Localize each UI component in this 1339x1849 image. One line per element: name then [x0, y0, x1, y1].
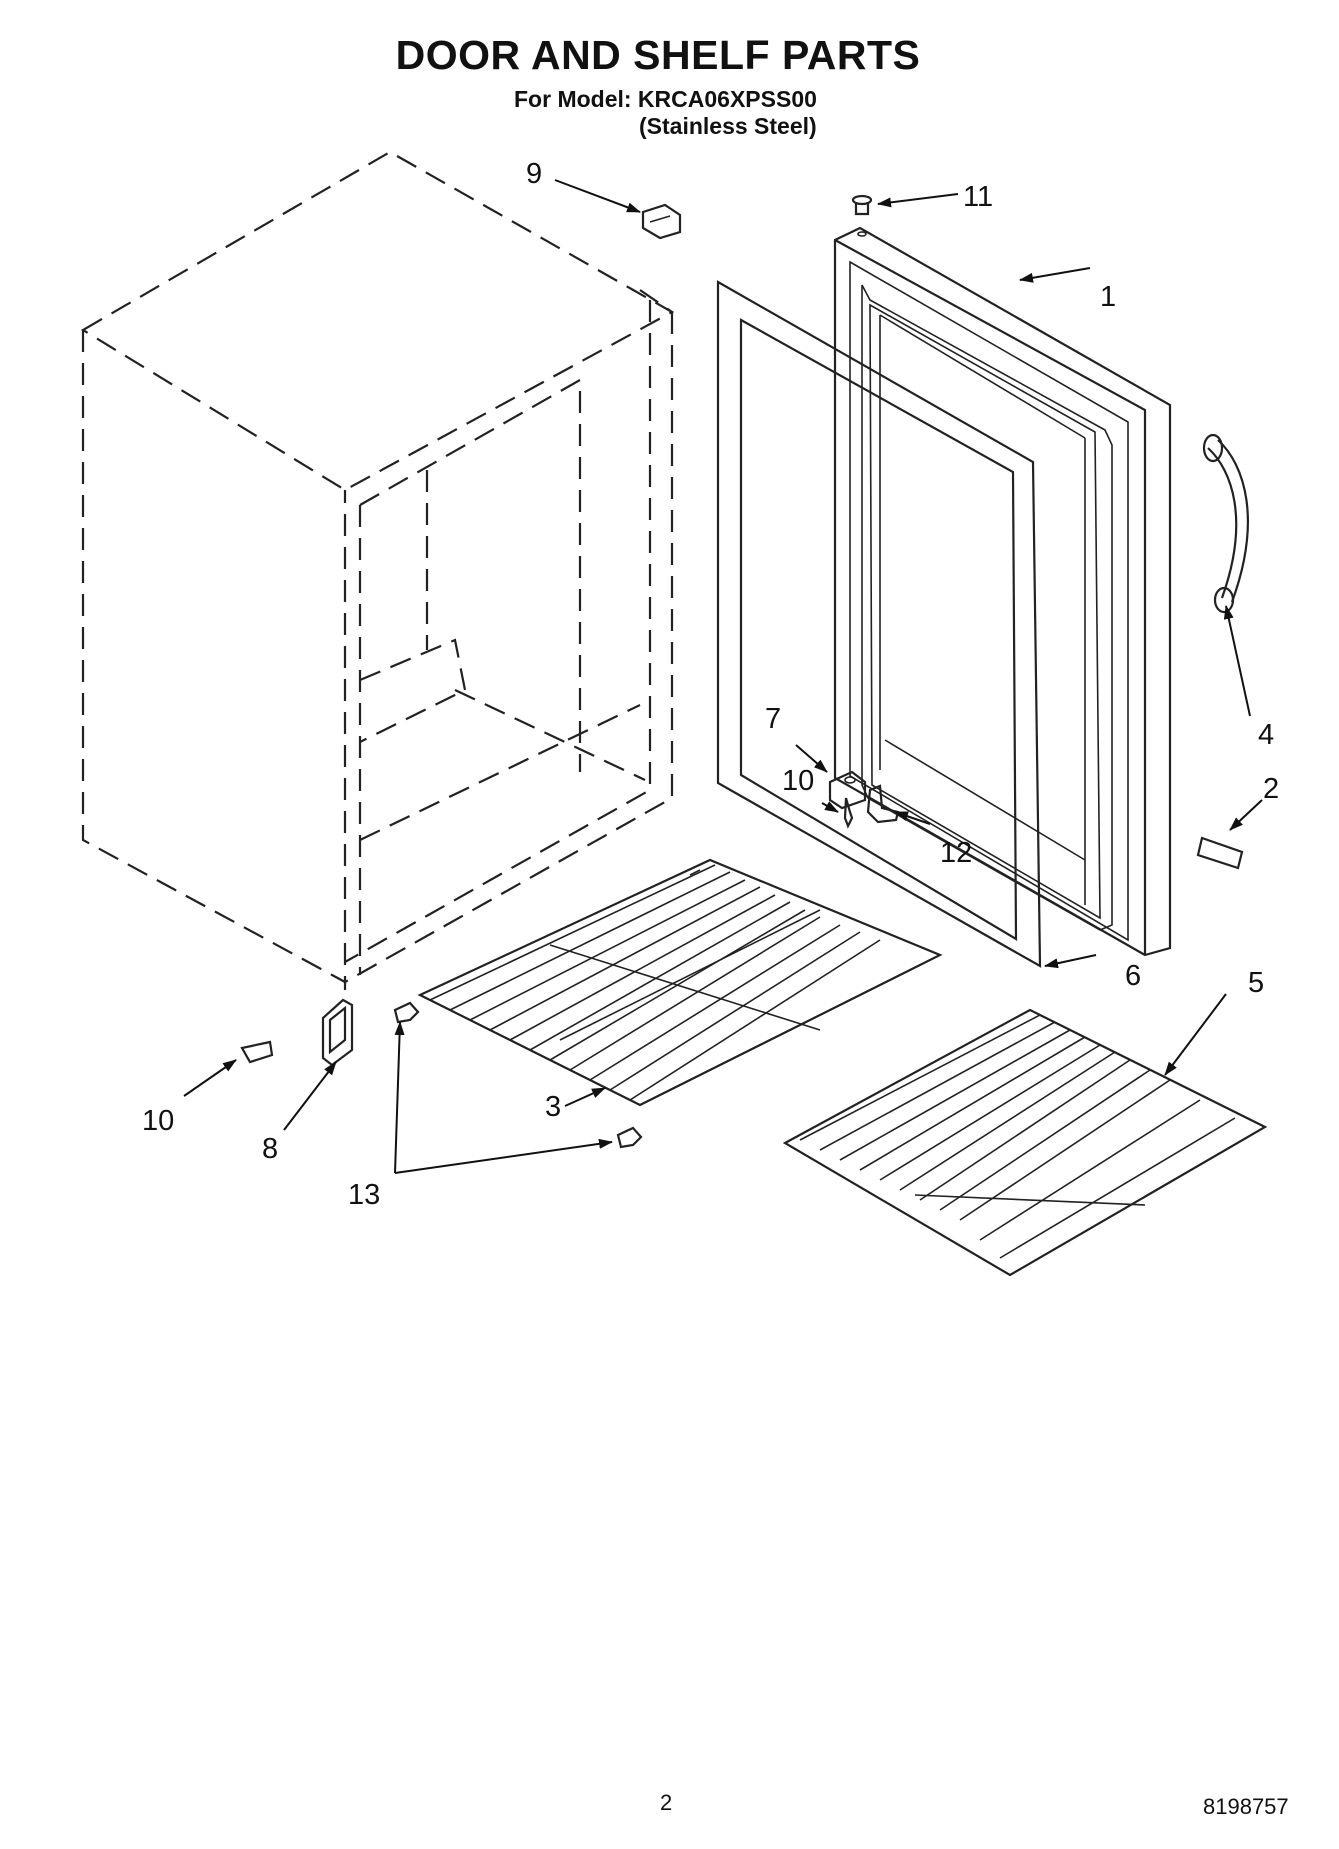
- bracket-part: [240, 998, 354, 1067]
- lower-shelf-part: [782, 1008, 1268, 1277]
- top-hinge-part: [641, 203, 682, 240]
- document-number: 8198757: [1203, 1794, 1289, 1819]
- callout-arrows: [183, 179, 1263, 1174]
- callout-6: 6: [1125, 960, 1141, 992]
- cabinet-outline: [80, 150, 675, 990]
- callout-10-hinge: 10: [782, 765, 814, 797]
- callout-1: 1: [1100, 281, 1116, 313]
- callout-3: 3: [545, 1091, 561, 1123]
- callout-labels: 1 2 3 4 5 6 7 8 9 10 10 11 12 13: [142, 158, 1279, 1211]
- callout-4: 4: [1258, 719, 1274, 751]
- callout-13: 13: [348, 1179, 380, 1211]
- callout-9: 9: [526, 158, 542, 190]
- finish-line: (Stainless Steel): [639, 113, 817, 139]
- model-line: For Model: KRCA06XPSS00: [514, 86, 817, 112]
- callout-7: 7: [765, 703, 781, 735]
- callout-5: 5: [1248, 967, 1264, 999]
- callout-2: 2: [1263, 773, 1279, 805]
- page-title: DOOR AND SHELF PARTS: [395, 32, 921, 78]
- callout-10-bracket: 10: [142, 1105, 174, 1137]
- shelf-support-parts: [393, 1001, 643, 1149]
- page-number: 2: [660, 1790, 673, 1815]
- label-part: [1196, 836, 1244, 870]
- door-part: [833, 226, 1172, 957]
- hinge-pin-part: [851, 194, 873, 237]
- handle-part: [1202, 433, 1249, 614]
- gasket-part: [716, 280, 1042, 968]
- callout-8: 8: [262, 1133, 278, 1165]
- callout-12: 12: [940, 837, 972, 869]
- callout-11: 11: [963, 181, 993, 213]
- upper-shelf-part: [417, 858, 943, 1107]
